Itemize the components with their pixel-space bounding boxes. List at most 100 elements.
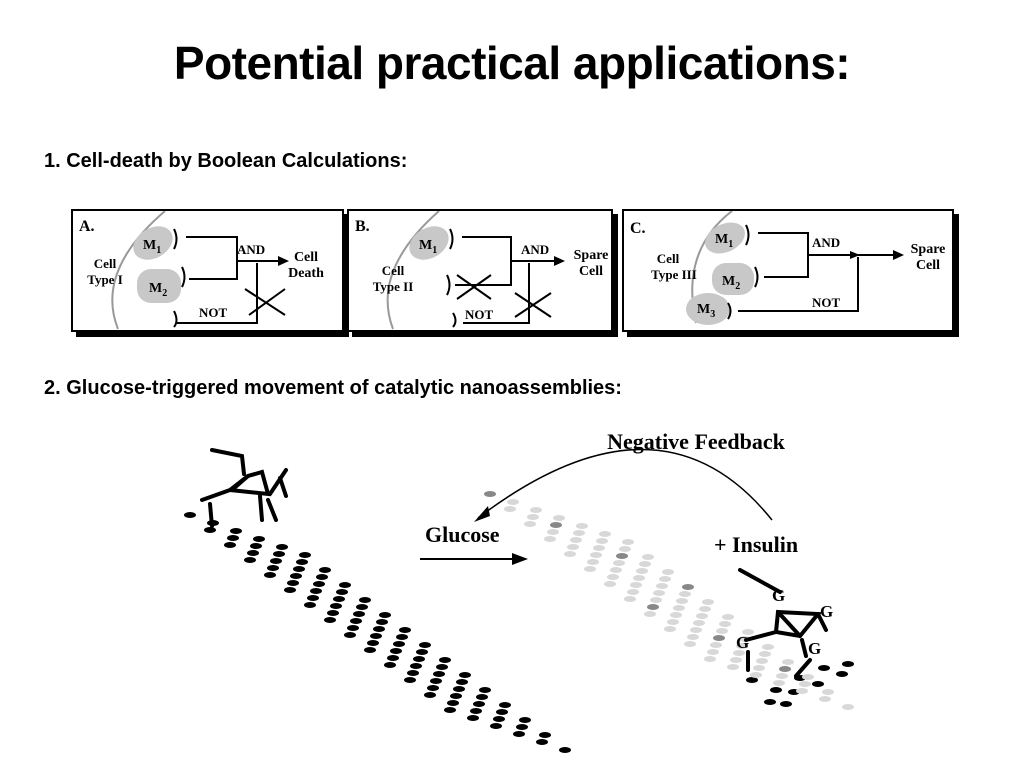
track-dot [273, 551, 285, 557]
track-dot [630, 582, 642, 588]
track-dot [407, 670, 419, 676]
track-dot [812, 681, 824, 687]
track-dot [327, 610, 339, 616]
track-dot [650, 597, 662, 603]
track-dot [750, 672, 762, 678]
track-dot [459, 672, 471, 678]
track-dot [336, 589, 348, 595]
not-label: NOT [199, 305, 228, 320]
track-dot [393, 641, 405, 647]
track-dot [430, 678, 442, 684]
cell-type-line1: Cell [657, 251, 680, 266]
track-dot [702, 599, 714, 605]
track-dot [433, 671, 445, 677]
track-dot [753, 665, 765, 671]
track-dot [224, 542, 236, 548]
track-dot [642, 554, 654, 560]
svg-text:M1: M1 [143, 238, 161, 256]
track-dot [619, 546, 631, 552]
cell-type-line1: Cell [94, 256, 117, 271]
track-dot [842, 704, 854, 710]
track-dot [307, 595, 319, 601]
track-dot [293, 566, 305, 572]
walker-right-icon [738, 568, 828, 678]
track-dot [599, 531, 611, 537]
track-dot [333, 596, 345, 602]
m1-label: M [143, 238, 156, 253]
track-dot [616, 553, 628, 559]
track-dot [547, 529, 559, 535]
track-dot [296, 559, 308, 565]
track-dot [679, 591, 691, 597]
track-dot [550, 522, 562, 528]
track-dot [253, 536, 265, 542]
track-dot [584, 566, 596, 572]
svg-text:M1: M1 [715, 232, 733, 250]
track-dot [782, 659, 794, 665]
track-dot [553, 515, 565, 521]
track-dot [264, 572, 276, 578]
track-dot [719, 621, 731, 627]
track-dot [276, 544, 288, 550]
glucose-marker: G [736, 633, 749, 652]
panel-c: C. M1 M2 M3 Cell Type III AND NOT Spare … [622, 209, 954, 332]
track-dot [773, 680, 785, 686]
m2-label: M [149, 281, 162, 296]
track-dot [350, 618, 362, 624]
track-dot [736, 643, 748, 649]
track-dot [662, 569, 674, 575]
and-label: AND [812, 235, 840, 250]
output-line2: Cell [916, 258, 940, 273]
track-dot [319, 567, 331, 573]
track-dot [344, 632, 356, 638]
feedback-label: Negative Feedback [607, 429, 786, 454]
track-dot [184, 512, 196, 518]
track-dot [576, 523, 588, 529]
track-dot [659, 576, 671, 582]
track-dot [636, 568, 648, 574]
panel-b-letter: B. [355, 218, 370, 235]
track-dot [290, 573, 302, 579]
track-dot [639, 561, 651, 567]
track-dot [627, 589, 639, 595]
track-dot [479, 687, 491, 693]
m1-label: M [419, 238, 432, 253]
track-dot [567, 544, 579, 550]
glucose-marker: G [820, 602, 833, 621]
track-dot [799, 681, 811, 687]
track-dot [396, 634, 408, 640]
track-dot [818, 665, 830, 671]
track-dot [413, 656, 425, 662]
track-dot [370, 633, 382, 639]
track-dot [244, 557, 256, 563]
panel-c-letter: C. [630, 220, 646, 237]
track-dot [379, 612, 391, 618]
svg-text:M3: M3 [697, 302, 715, 320]
track-dot [444, 707, 456, 713]
track-dot [447, 700, 459, 706]
track-dot [527, 514, 539, 520]
receptor-m1 [409, 226, 449, 260]
track-dot [476, 694, 488, 700]
track-dot [624, 596, 636, 602]
track-dot [399, 627, 411, 633]
track-dot [247, 550, 259, 556]
track-dot [836, 671, 848, 677]
track-dot [656, 583, 668, 589]
track-dot [439, 657, 451, 663]
track-dot [682, 584, 694, 590]
cell-membrane [386, 210, 440, 330]
track-dot [230, 528, 242, 534]
track-dot [304, 602, 316, 608]
track-dot [204, 527, 216, 533]
receptor-m1 [133, 226, 173, 260]
cell-type-line2: Type I [87, 272, 123, 287]
section-heading-nanoassemblies: 2. Glucose-triggered movement of catalyt… [44, 377, 622, 399]
track-dot [733, 650, 745, 656]
track-dot [524, 521, 536, 527]
track-dot [742, 629, 754, 635]
track-dot [764, 699, 776, 705]
glucose-marker: G [808, 639, 821, 658]
track-dot [467, 715, 479, 721]
slide-title: Potential practical applications: [173, 37, 851, 89]
